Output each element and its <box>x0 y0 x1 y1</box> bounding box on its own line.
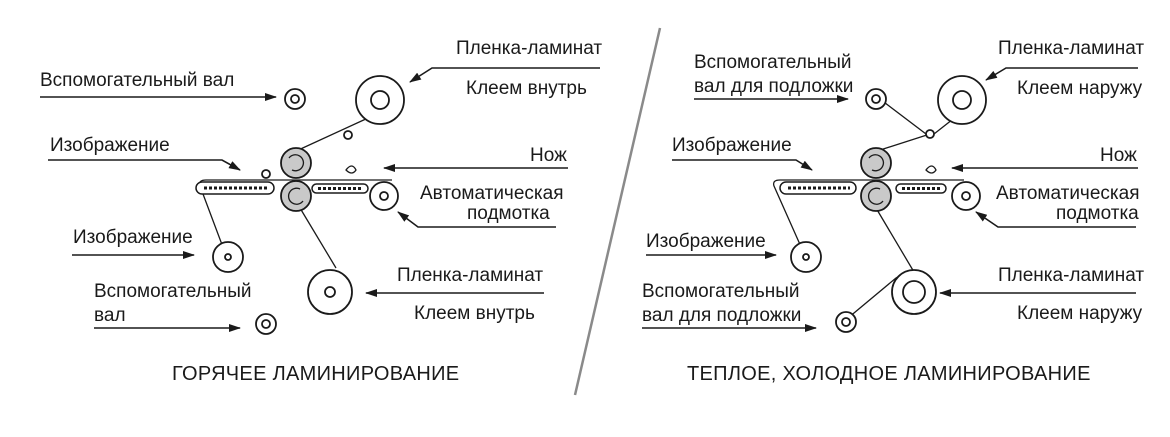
aux-roller-top-hub <box>290 94 300 104</box>
arrow-film-top <box>985 67 1138 81</box>
title-cold-lamination: ТЕПЛОЕ, ХОЛОДНОЕ ЛАМИНИРОВАНИЕ <box>687 363 1091 385</box>
film-supply-roll-top-core <box>370 90 390 110</box>
rotation-arrow-upper <box>288 154 305 172</box>
image-supply-roll-hub <box>224 253 232 261</box>
image-web <box>772 179 964 259</box>
label-film-bottom-line1: Пленка-ламинат <box>998 265 1144 286</box>
rotation-arrow-upper <box>868 154 885 172</box>
label-image-bottom: Изображение <box>646 231 766 252</box>
arrow-auto-winding <box>975 211 1136 228</box>
section-divider <box>573 27 662 396</box>
idler-roller-image <box>261 169 271 179</box>
aux-liner-roller-bottom-hub <box>841 317 851 327</box>
label-auto-winding-line1: Автоматическая <box>996 183 1139 204</box>
label-image-top: Изображение <box>50 135 170 156</box>
idler-roller-top <box>925 129 935 139</box>
idler-roller-top <box>343 130 353 140</box>
label-film-top-line1: Пленка-ламинат <box>456 38 602 59</box>
label-film-bottom-line2: Клеем внутрь <box>414 303 535 324</box>
laminating-roller-lower <box>860 180 892 212</box>
arrow-image-top <box>672 159 813 171</box>
hot-lamination-panel: Вспомогательный вал Пленка-ламинат Клеем… <box>40 38 602 385</box>
heated-laminating-roller-lower <box>280 180 312 212</box>
label-aux-roller-top-line1: Вспомогательный <box>694 52 852 73</box>
aux-roller-top-hub <box>871 94 881 104</box>
label-auto-winding-line1: Автоматическая <box>420 183 563 204</box>
arrow-auto-winding <box>397 211 556 228</box>
film-supply-roll-top-core <box>952 90 972 110</box>
cold-lamination-panel: Вспомогательный вал для подложки Пленка-… <box>642 38 1144 385</box>
knife-blade <box>345 165 357 174</box>
label-knife: Нож <box>1100 145 1137 166</box>
film-supply-roll-bottom-core <box>324 286 336 298</box>
auto-winding-roller-hub <box>379 191 389 201</box>
heated-laminating-roller-upper <box>280 147 312 179</box>
arrow-film-top <box>409 67 600 83</box>
label-film-top-line1: Пленка-ламинат <box>998 38 1144 59</box>
label-aux-roller-bottom-line2: вал для подложки <box>642 305 801 326</box>
label-knife: Нож <box>530 145 567 166</box>
image-supply-roll-hub <box>802 253 810 261</box>
laminating-roller-upper <box>860 147 892 179</box>
label-aux-roller-top: Вспомогательный вал <box>40 70 234 91</box>
film-web-bottom <box>299 207 337 269</box>
auto-winding-roller-hub <box>961 191 971 201</box>
knife-blade <box>925 165 937 174</box>
film-web-top <box>293 117 369 153</box>
label-aux-roller-bottom-line2: вал <box>94 305 126 326</box>
title-hot-lamination: ГОРЯЧЕЕ ЛАМИНИРОВАНИЕ <box>172 363 459 385</box>
label-film-bottom-line1: Пленка-ламинат <box>397 265 543 286</box>
rotation-arrow-lower <box>867 187 884 205</box>
label-aux-roller-bottom-line1: Вспомогательный <box>94 281 252 302</box>
label-image-bottom: Изображение <box>73 227 193 248</box>
label-film-top-line2: Клеем внутрь <box>466 78 587 99</box>
film-supply-roll-bottom-core <box>902 280 926 304</box>
exit-table <box>895 183 947 194</box>
label-film-bottom-line2: Клеем наружу <box>1017 303 1143 324</box>
rotation-arrow-lower <box>287 187 304 205</box>
label-auto-winding-line2: подмотка <box>1056 203 1139 224</box>
label-aux-roller-top-line2: вал для подложки <box>694 76 853 97</box>
label-auto-winding-line2: подмотка <box>467 203 550 224</box>
label-aux-roller-bottom-line1: Вспомогательный <box>642 281 800 302</box>
label-image-top: Изображение <box>672 135 792 156</box>
arrow-image-top <box>48 159 241 171</box>
aux-roller-bottom-hub <box>261 319 271 329</box>
label-film-top-line2: Клеем наружу <box>1017 78 1143 99</box>
film-web-bottom <box>875 207 915 273</box>
